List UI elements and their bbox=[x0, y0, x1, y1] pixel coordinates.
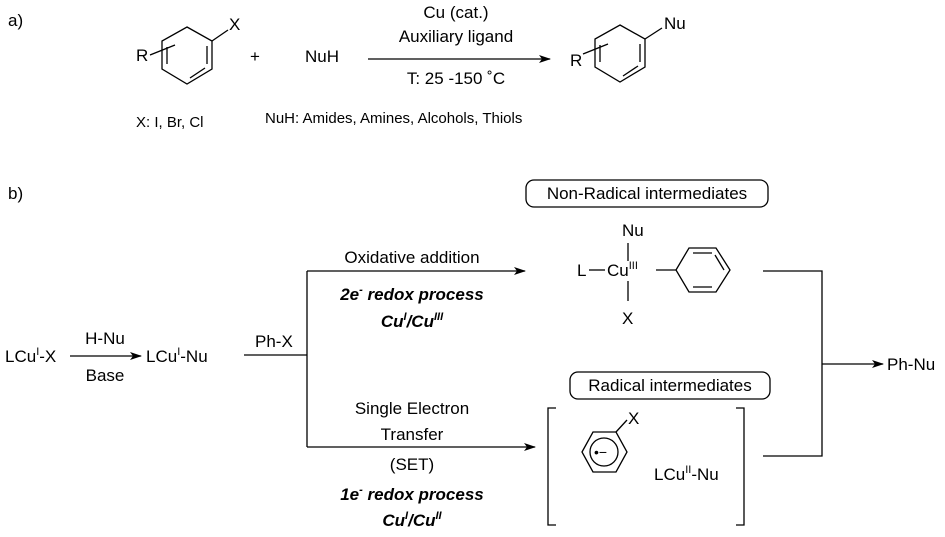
aryl-halide-structure: X R bbox=[136, 15, 240, 85]
set-label-line3: (SET) bbox=[390, 455, 434, 474]
aryl-halide-r: R bbox=[136, 46, 148, 65]
plus-sign: + bbox=[250, 47, 260, 66]
radical-charge: •− bbox=[594, 444, 607, 460]
non-radical-title: Non-Radical intermediates bbox=[547, 184, 747, 203]
radical-anion-structure: •− X bbox=[581, 409, 639, 473]
radical-x: X bbox=[628, 409, 639, 428]
catalyst-label: Cu (cat.) bbox=[423, 3, 488, 22]
radical-box bbox=[569, 371, 771, 400]
nuh-scope: NuH: Amides, Amines, Alcohols, Thiols bbox=[265, 110, 522, 127]
product-ring bbox=[594, 24, 646, 83]
set-label-line1: Single Electron bbox=[355, 399, 469, 418]
lower-redox-couple: CuI/CuII bbox=[382, 510, 442, 530]
start-species: LCuI-X bbox=[5, 346, 56, 366]
left-bracket bbox=[547, 407, 556, 526]
ligand-label: Auxiliary ligand bbox=[399, 27, 513, 46]
cu-iii-complex: Nu L CuIII X bbox=[577, 221, 731, 328]
radical-title: Radical intermediates bbox=[588, 376, 751, 395]
temperature-label: T: 25 -150 ˚C bbox=[407, 69, 505, 88]
complex-l: L bbox=[577, 261, 586, 280]
product-r: R bbox=[570, 51, 582, 70]
final-product: Ph-Nu bbox=[887, 355, 935, 374]
cu-ii-species: LCuII-Nu bbox=[654, 464, 719, 484]
intermediate-species: LCuI-Nu bbox=[146, 346, 208, 366]
product-nu: Nu bbox=[664, 14, 686, 33]
complex-cu: CuIII bbox=[607, 260, 638, 280]
step1-base: Base bbox=[86, 366, 125, 385]
convergence-bracket bbox=[763, 270, 823, 457]
aryl-halide-x: X bbox=[229, 15, 240, 34]
upper-redox-couple: CuI/CuIII bbox=[381, 311, 444, 331]
x-scope: X: I, Br, Cl bbox=[136, 114, 204, 131]
complex-nu: Nu bbox=[622, 221, 644, 240]
aryl-halide-ring bbox=[161, 26, 213, 85]
nucleophile: NuH bbox=[305, 47, 339, 66]
part-b-label: b) bbox=[8, 184, 23, 203]
step1-reagent: H-Nu bbox=[85, 329, 125, 348]
radical-ring bbox=[581, 431, 628, 473]
right-bracket bbox=[736, 407, 745, 526]
oxidative-addition-label: Oxidative addition bbox=[344, 248, 479, 267]
set-label-line2: Transfer bbox=[381, 425, 444, 444]
complex-x: X bbox=[622, 309, 633, 328]
complex-phenyl-ring bbox=[675, 247, 731, 293]
non-radical-box bbox=[525, 179, 769, 208]
branch-reagent: Ph-X bbox=[255, 332, 293, 351]
upper-process-label: 2e- redox process bbox=[339, 284, 484, 304]
product-structure: Nu R bbox=[570, 14, 686, 83]
lower-process-label: 1e- redox process bbox=[340, 484, 484, 504]
part-a-label: a) bbox=[8, 11, 23, 30]
radical-ring-circle bbox=[589, 437, 619, 467]
